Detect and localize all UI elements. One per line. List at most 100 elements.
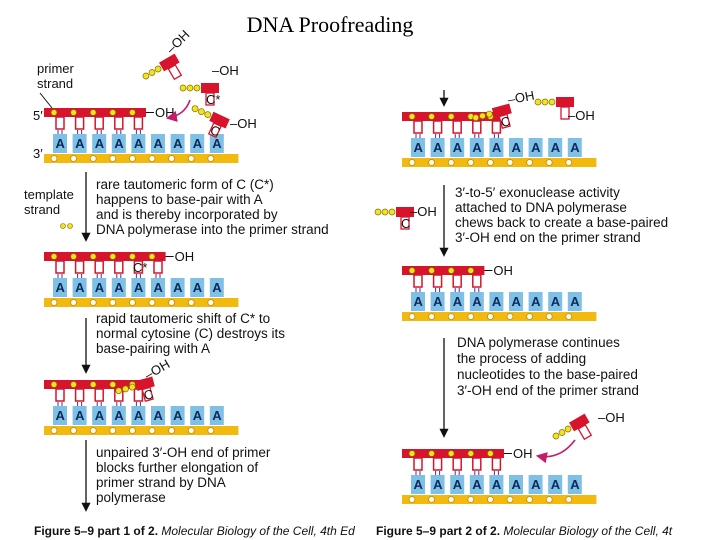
template-backbone (44, 298, 239, 307)
primer-base (413, 274, 423, 288)
template-base (469, 475, 484, 494)
base-letter-a: A (75, 280, 85, 295)
primer-phosphate (89, 253, 97, 260)
primer-base (413, 457, 423, 471)
base-letter-a: A (433, 477, 443, 492)
template-backbone (402, 312, 597, 321)
slide-title: DNA Proofreading (246, 12, 414, 37)
primer-base (491, 457, 502, 471)
base-letter: C* (206, 92, 220, 107)
template-phosphate (70, 427, 77, 434)
step-text-exonuclease: 3′-OH end on the primer strand (455, 230, 641, 245)
primer-base (74, 388, 85, 402)
template-phosphate (526, 496, 533, 503)
incorporation-arrow (165, 99, 191, 122)
template-base (53, 278, 67, 297)
base-block (498, 113, 511, 129)
template-base (567, 475, 582, 494)
step-text-shift: base-pairing with A (96, 341, 210, 356)
template-base (411, 475, 425, 494)
base-letter-a: A (472, 294, 482, 309)
template-phosphate (408, 313, 416, 320)
template-base (430, 292, 445, 311)
base-letter-a: A (414, 477, 424, 492)
template-phosphate (545, 496, 553, 503)
primer-base (432, 457, 443, 471)
template-phosphate (408, 496, 416, 503)
template-phosphate (545, 159, 553, 166)
primer-phosphate (109, 381, 117, 388)
phosphate-dot (128, 383, 136, 391)
primer-strand-label: strand (37, 76, 73, 91)
base-letter-a: A (95, 408, 105, 423)
template-base (92, 278, 107, 297)
oh-label: –OH (230, 116, 257, 131)
template-phosphate (187, 299, 195, 306)
template-backbone (44, 154, 239, 163)
base-block (207, 122, 222, 139)
step-text-exonuclease: attached to DNA polymerase (455, 200, 627, 215)
step-text-tautomer: rare tautomeric form of C (C*) (96, 177, 274, 192)
base-letter-a: A (56, 280, 66, 295)
template-base (53, 134, 67, 153)
template-phosphate (506, 159, 514, 166)
primer-phosphate (428, 113, 436, 120)
template-phosphate (89, 427, 97, 434)
phosphate-dot (558, 429, 566, 436)
primer-phosphate (467, 267, 475, 274)
base-letter-a: A (453, 294, 463, 309)
base-letter-a: A (551, 140, 561, 155)
template-base (469, 138, 484, 157)
sugar-block (569, 413, 590, 432)
phosphate-dot (179, 84, 187, 92)
template-base (92, 406, 107, 425)
base-letter-a: A (212, 280, 222, 295)
phosphate-dot (485, 110, 493, 118)
base-letter-a: A (212, 408, 222, 423)
template-phosphate (506, 496, 514, 503)
template-phosphate (428, 313, 436, 320)
caption-italic: Molecular Biology of the Cell, 4t (503, 524, 672, 538)
template-base (131, 134, 146, 153)
base-letter-a: A (433, 294, 443, 309)
template-base (567, 292, 582, 311)
c-star-label: C* (133, 260, 147, 275)
base-letter-a: A (154, 136, 164, 151)
base-letter-a: A (570, 140, 580, 155)
phosphate-dot (186, 84, 194, 92)
base-letter-a: A (531, 294, 541, 309)
template-base (92, 134, 107, 153)
template-phosphate (187, 155, 195, 162)
step-text-continues: nucleotides to the base-paired (457, 367, 638, 382)
phosphate-dot (374, 208, 382, 216)
phosphate-dot (122, 385, 129, 393)
step-text-shift: rapid tautomeric shift of C* to (96, 311, 270, 326)
three-prime-label: 3′ (33, 146, 43, 161)
template-phosphate (109, 155, 117, 162)
caption-bold: Figure 5–9 part 1 of 2. (34, 524, 161, 538)
mispaired-cytosine: C (115, 376, 155, 403)
primer-phosphate (447, 267, 455, 274)
base-letter-a: A (75, 136, 85, 151)
template-base (509, 138, 523, 157)
template-phosphate (89, 155, 97, 162)
base-letter-a: A (492, 294, 502, 309)
primer-strand-label: primer (37, 61, 75, 76)
phosphate-dot (548, 98, 556, 106)
base-letter-a: A (433, 140, 443, 155)
base-letter: C (499, 113, 512, 130)
step-text-tautomer: DNA polymerase into the primer strand (96, 222, 329, 237)
template-base (411, 292, 425, 311)
phosphate-dot (191, 105, 199, 113)
primer-base (432, 274, 443, 288)
template-phosphate (486, 159, 494, 166)
figure-caption-right: Figure 5–9 part 2 of 2. Molecular Biolog… (376, 524, 673, 538)
template-phosphate (428, 159, 436, 166)
step-text-exonuclease: 3′-to-5′ exonuclease activity (455, 185, 620, 200)
base-letter-a: A (531, 140, 541, 155)
primer-base (94, 116, 104, 130)
template-phosphate (70, 299, 77, 306)
base-letter-a: A (193, 408, 203, 423)
